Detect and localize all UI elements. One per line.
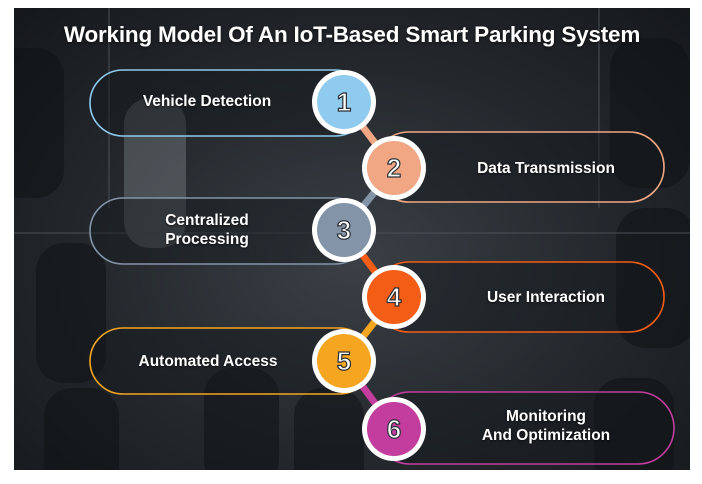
background-illustration: 1 2 3 4 5 6 [14, 8, 690, 470]
step-list: 1 2 3 4 5 6 [89, 69, 675, 465]
step-4: 4 [362, 261, 665, 333]
step-1-label-line-1: Vehicle Detection [142, 93, 272, 110]
step-6-label: Monitoring And Optimization [446, 407, 646, 445]
step-6-label-line-1: Monitoring [505, 408, 587, 425]
step-1-label: Vehicle Detection [114, 92, 300, 111]
step-5-label-line-1: Automated Access [138, 353, 278, 370]
step-2-label-line-1: Data Transmission [477, 160, 615, 177]
step-2: 2 [362, 131, 665, 203]
step-6: 6 [362, 391, 675, 465]
step-2-number: 2 [387, 153, 401, 183]
step-2-label: Data Transmission [446, 159, 646, 178]
step-3-label: Centralized Processing [114, 211, 300, 249]
step-1-number: 1 [337, 87, 351, 117]
step-3: 3 [89, 197, 376, 265]
step-4-label: User Interaction [446, 288, 646, 307]
step-6-label-line-2: And Optimization [481, 427, 611, 444]
step-3-label-line-1: Centralized [165, 212, 249, 229]
diagram-title: Working Model Of An IoT-Based Smart Park… [63, 22, 641, 47]
step-4-number: 4 [387, 282, 402, 312]
step-1-circle [317, 75, 371, 129]
step-2-circle [367, 141, 421, 195]
step-3-number: 3 [337, 215, 351, 245]
step-3-label-line-2: Processing [165, 231, 249, 248]
step-5-number: 5 [337, 346, 351, 376]
step-1: 1 [89, 69, 376, 137]
step-6-circle [367, 402, 421, 456]
step-5-circle [317, 334, 371, 388]
infographic: 1 2 3 4 5 6 Working Model Of An IoT-Based Sma… [14, 8, 690, 470]
step-3-circle [317, 203, 371, 257]
step-4-label-line-1: User Interaction [486, 289, 605, 306]
step-5: 5 [89, 327, 376, 395]
step-4-circle [367, 270, 421, 324]
step-6-number: 6 [387, 414, 401, 444]
parked-cars [14, 38, 690, 470]
step-5-label: Automated Access [110, 352, 306, 371]
